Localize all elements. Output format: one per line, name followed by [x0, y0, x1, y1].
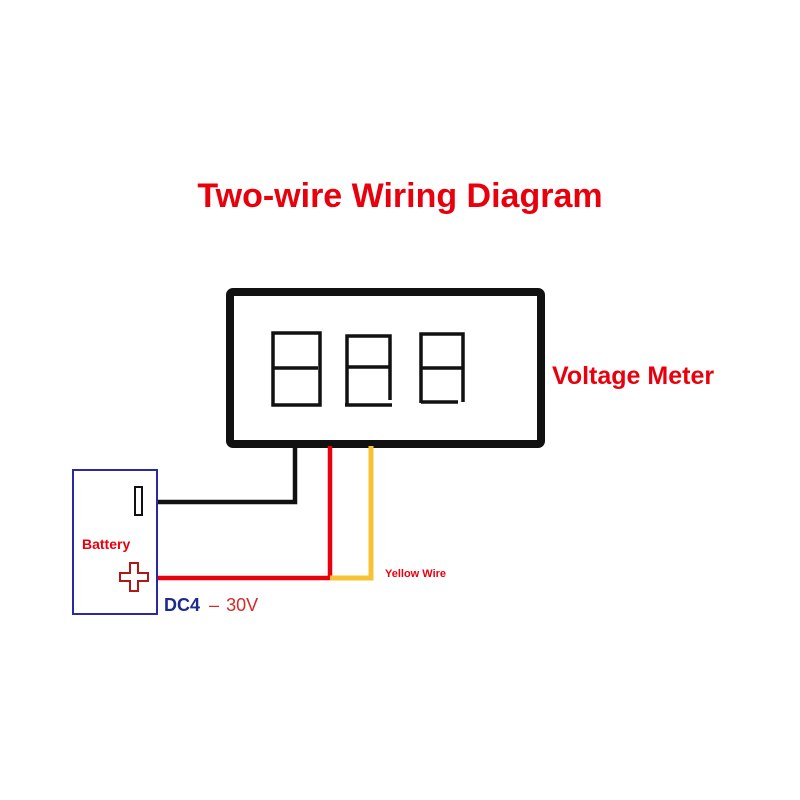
meter-digit-2	[345, 334, 392, 407]
voltage-prefix: DC4	[164, 595, 200, 615]
voltage-suffix: 30V	[226, 595, 258, 615]
minus-terminal-icon	[134, 486, 143, 516]
battery: Battery	[72, 469, 158, 615]
battery-label: Battery	[82, 536, 130, 552]
red-wire	[152, 446, 333, 581]
yellow-wire	[330, 446, 374, 581]
diagram-title: Two-wire Wiring Diagram	[197, 177, 602, 215]
plus-terminal-icon	[119, 562, 149, 592]
black-wire	[158, 446, 298, 505]
yellow-wire-label: Yellow Wire	[385, 568, 446, 580]
battery-voltage-label: DC4 – 30V	[164, 595, 258, 615]
voltage-meter-label: Voltage Meter	[552, 362, 714, 390]
voltage-meter	[226, 288, 545, 448]
meter-digit-3	[419, 332, 465, 404]
voltage-separator: –	[209, 595, 219, 615]
meter-digit-1	[271, 331, 322, 407]
